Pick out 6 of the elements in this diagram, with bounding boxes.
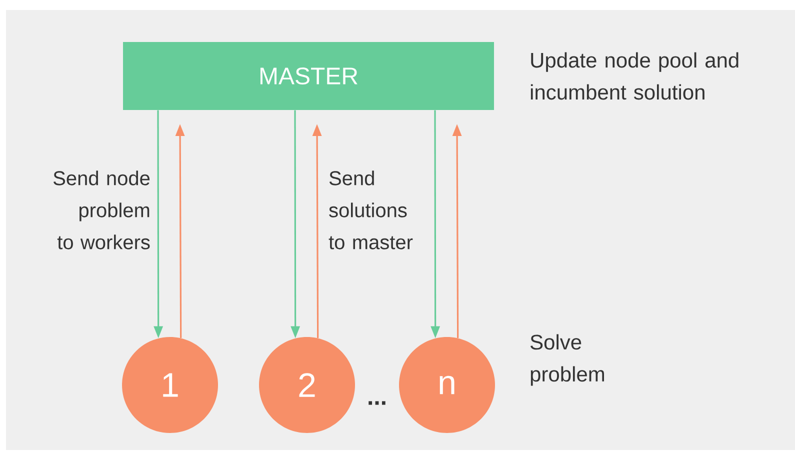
master-box: MASTER [123,42,494,110]
edge-label: Send solutions to master [328,170,413,250]
edge-label: Send node problem to workers [54,170,150,250]
note-text: Solve problem [530,334,604,386]
ellipsis: ... [368,401,386,405]
note-text: Update node pool and incumbent solution [530,52,738,100]
